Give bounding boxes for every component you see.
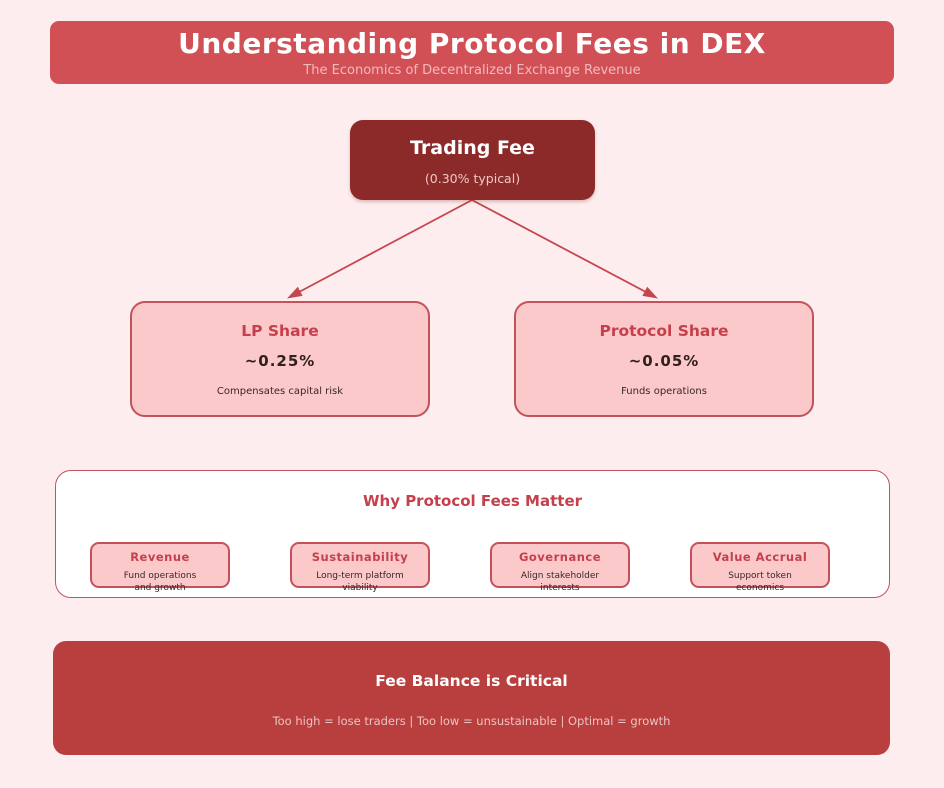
why-item-value-accrual-line2: economics [735,583,785,593]
why-item-revenue: Revenue Fund operations and growth [90,542,230,593]
protocol-share-node: Protocol Share ~0.05% Funds operations [514,301,814,417]
footer-banner: Fee Balance is Critical Too high = lose … [53,641,890,755]
trading-fee-subtitle: (0.30% typical) [424,171,521,186]
footer-title: Fee Balance is Critical [375,672,568,690]
why-item-sustainability-title: Sustainability [311,550,409,564]
why-item-value-accrual: Value Accrual Support token economics [690,542,830,593]
why-item-governance-title: Governance [518,550,602,564]
why-item-revenue-line1: Fund operations [123,571,197,581]
arrow-to-lp-share [287,199,473,299]
why-item-revenue-title: Revenue [130,550,190,564]
why-item-sustainability: Sustainability Long-term platform viabil… [290,542,430,593]
why-item-governance-line1: Align stakeholder [520,571,600,581]
why-item-value-accrual-line1: Support token [728,571,792,581]
why-section-title: Why Protocol Fees Matter [362,492,583,510]
trading-fee-title: Trading Fee [410,137,535,159]
arrow-to-protocol-share [471,199,658,299]
protocol-share-description: Funds operations [621,386,707,397]
why-item-sustainability-line2: viability [342,583,378,593]
why-item-revenue-line2: and growth [134,583,186,593]
why-item-sustainability-line1: Long-term platform [316,571,404,581]
header-banner: Understanding Protocol Fees in DEX The E… [50,21,894,84]
protocol-share-value: ~0.05% [628,352,700,370]
why-item-value-accrual-title: Value Accrual [712,550,808,564]
page-subtitle: The Economics of Decentralized Exchange … [303,63,641,78]
protocol-share-title: Protocol Share [599,322,729,340]
lp-share-value: ~0.25% [244,352,316,370]
lp-share-title: LP Share [241,322,319,340]
why-item-governance: Governance Align stakeholder interests [490,542,630,593]
footer-subtitle: Too high = lose traders | Too low = unsu… [272,714,671,728]
lp-share-node: LP Share ~0.25% Compensates capital risk [130,301,430,417]
trading-fee-node: Trading Fee (0.30% typical) [350,120,595,200]
lp-share-description: Compensates capital risk [216,386,344,397]
why-item-governance-line2: interests [540,583,580,593]
page-title: Understanding Protocol Fees in DEX [178,27,766,60]
